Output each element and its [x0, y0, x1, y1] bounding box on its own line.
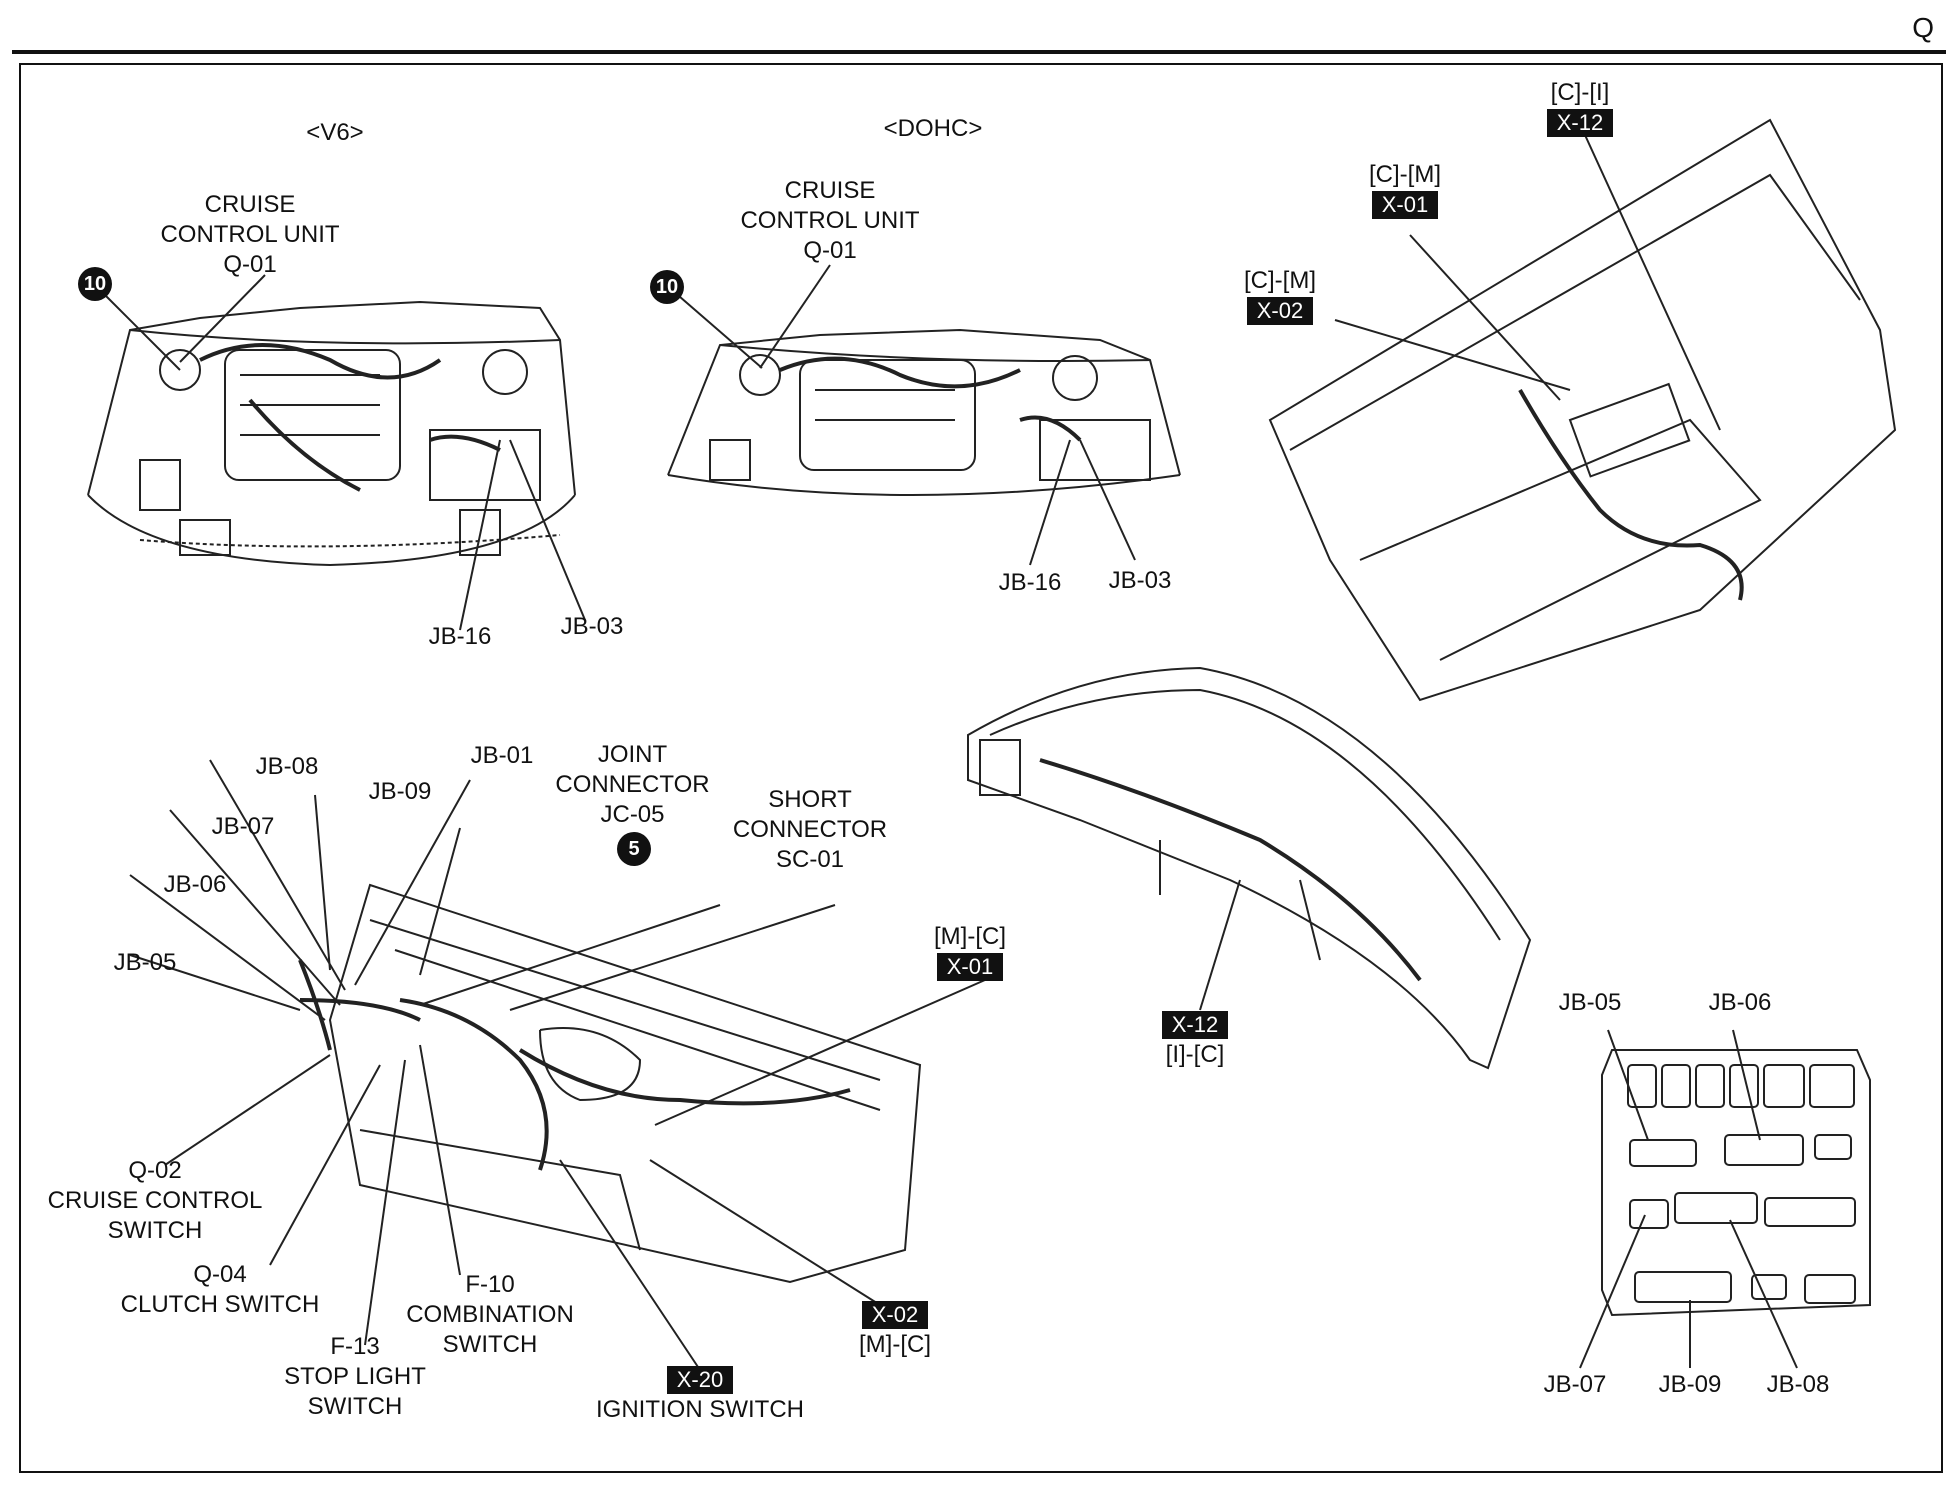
lower-jb09: JB-09	[368, 778, 432, 805]
lower-jb08: JB-08	[255, 753, 319, 780]
floor-x01-label: [C]-[M] X-01	[1350, 160, 1460, 220]
floor-x01-code: [C]-[M]	[1369, 161, 1441, 188]
lower-x01-badge: X-01	[936, 953, 1004, 981]
joint-marker: 5	[617, 832, 651, 866]
q02-code: Q-02	[128, 1157, 182, 1184]
floor-x12-label: [C]-[I] X-12	[1525, 78, 1635, 138]
short-code: SC-01	[775, 846, 845, 873]
floor-harness-view	[1268, 118, 1897, 702]
upper-dash-harness	[967, 666, 1532, 1070]
joint-connector-label: JOINT CONNECTOR JC-05	[545, 740, 720, 830]
dohc-jb03: JB-03	[1108, 567, 1172, 594]
v6-engine-bay	[87, 274, 586, 631]
v6-jb03: JB-03	[560, 613, 624, 640]
dohc-jb16: JB-16	[998, 569, 1062, 596]
f13-line3: SWITCH	[307, 1393, 403, 1420]
junction-box-drawing	[1579, 1029, 1871, 1369]
f13-line2: STOP LIGHT	[284, 1363, 426, 1390]
x20-badge: X-20	[666, 1366, 734, 1394]
lower-jb05: JB-05	[113, 949, 177, 976]
lower-x01-code: [M]-[C]	[934, 923, 1006, 950]
lower-jb07: JB-07	[211, 813, 275, 840]
floor-x02-label: [C]-[M] X-02	[1225, 266, 1335, 326]
dohc-title: <DOHC>	[883, 115, 983, 142]
joint-code: JC-05	[600, 801, 665, 828]
dohc-engine-bay	[667, 264, 1181, 566]
jbox-jb08: JB-08	[1766, 1371, 1830, 1398]
v6-title: <V6>	[306, 119, 364, 146]
lower-jb01: JB-01	[470, 742, 534, 769]
v6-cruise-line2: CONTROL UNIT	[160, 221, 340, 248]
v6-jb16: JB-16	[428, 623, 492, 650]
upper-x12-label: X-12 [I]-[C]	[1140, 1010, 1250, 1070]
lower-jb06: JB-06	[163, 871, 227, 898]
v6-ground-marker: 10	[78, 267, 112, 301]
floor-x12-badge: X-12	[1546, 109, 1614, 137]
f10-label: F-10 COMBINATION SWITCH	[390, 1270, 590, 1360]
dohc-cruise-line2: CONTROL UNIT	[740, 207, 920, 234]
section-letter: Q	[1912, 12, 1934, 43]
f13-code: F-13	[330, 1333, 380, 1360]
dohc-cruise-code: Q-01	[803, 237, 857, 264]
lower-x02-badge: X-02	[861, 1301, 929, 1329]
q02-line3: SWITCH	[107, 1217, 203, 1244]
v6-cruise-line1: CRUISE	[204, 191, 296, 218]
page-frame	[19, 63, 1943, 1473]
q04-label: Q-04 CLUTCH SWITCH	[105, 1260, 335, 1320]
lower-x02-code: [M]-[C]	[859, 1331, 931, 1358]
lower-dash-harness	[129, 759, 986, 1371]
floor-x12-code: [C]-[I]	[1550, 79, 1610, 106]
jbox-jb06: JB-06	[1708, 989, 1772, 1016]
short-connector-label: SHORT CONNECTOR SC-01	[725, 785, 895, 875]
dohc-cruise-unit-label: CRUISE CONTROL UNIT Q-01	[730, 176, 930, 266]
f10-line2: COMBINATION	[406, 1301, 574, 1328]
floor-x02-code: [C]-[M]	[1244, 267, 1316, 294]
jbox-jb09: JB-09	[1658, 1371, 1722, 1398]
jbox-jb05: JB-05	[1558, 989, 1622, 1016]
dohc-cruise-line1: CRUISE	[784, 177, 876, 204]
v6-cruise-unit-label: CRUISE CONTROL UNIT Q-01	[150, 190, 350, 280]
v6-cruise-code: Q-01	[223, 251, 277, 278]
jbox-jb07: JB-07	[1543, 1371, 1607, 1398]
q04-code: Q-04	[193, 1261, 247, 1288]
q02-label: Q-02 CRUISE CONTROL SWITCH	[30, 1156, 280, 1246]
lower-x01-label: [M]-[C] X-01	[915, 922, 1025, 982]
floor-x02-badge: X-02	[1246, 297, 1314, 325]
q02-line2: CRUISE CONTROL	[47, 1187, 263, 1214]
upper-x12-badge: X-12	[1161, 1011, 1229, 1039]
dohc-ground-marker: 10	[650, 270, 684, 304]
short-line2: CONNECTOR	[732, 816, 888, 843]
joint-line2: CONNECTOR	[555, 771, 710, 798]
ignition-switch-label: X-20 IGNITION SWITCH	[575, 1365, 825, 1425]
upper-x12-code: [I]-[C]	[1165, 1041, 1225, 1068]
f10-code: F-10	[465, 1271, 515, 1298]
short-line1: SHORT	[768, 786, 852, 813]
f13-label: F-13 STOP LIGHT SWITCH	[265, 1332, 445, 1422]
joint-line1: JOINT	[597, 741, 668, 768]
f10-line3: SWITCH	[442, 1331, 538, 1358]
floor-x01-badge: X-01	[1371, 191, 1439, 219]
q04-line2: CLUTCH SWITCH	[120, 1291, 320, 1318]
ignition-switch-text: IGNITION SWITCH	[596, 1396, 804, 1423]
lower-x02-label: X-02 [M]-[C]	[840, 1300, 950, 1360]
